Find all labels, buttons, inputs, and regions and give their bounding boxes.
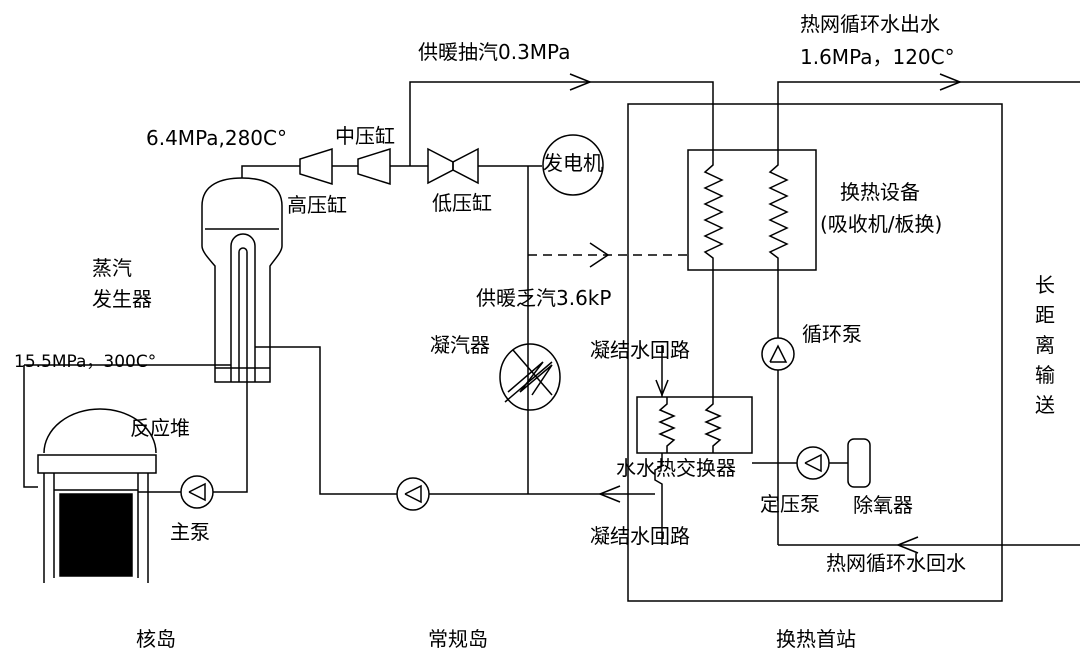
high-pressure-cylinder-label: 高压缸 [287, 193, 347, 217]
circulation-pump-label: 循环泵 [802, 322, 862, 346]
main-pump-label: 主泵 [170, 520, 210, 544]
constant-pressure-pump-label: 定压泵 [760, 492, 820, 516]
heating-extraction-label: 供暖抽汽0.3MPa [418, 40, 571, 64]
low-pressure-cylinder-label: 低压缸 [432, 191, 492, 215]
steam-generator [202, 178, 282, 382]
condensate-loop-top-label: 凝结水回路 [590, 338, 690, 362]
heat-station-boundary [628, 104, 1002, 601]
water-water-hx-box [637, 397, 752, 453]
intermediate-cylinder-label: 中压缸 [335, 124, 395, 148]
main-pump-symbol [181, 476, 213, 508]
steam-generator-label-2: 发生器 [92, 287, 152, 311]
heat-exchange-equipment-sub: (吸收机/板换) [820, 212, 943, 236]
water-water-hx-label: 水水热交换器 [616, 456, 736, 480]
lp-cylinder-symbol [428, 149, 453, 183]
constant-pressure-pump-symbol [797, 447, 829, 479]
heat-exchanger-equipment-box [688, 150, 816, 270]
conventional-island-label: 常规岛 [428, 627, 488, 651]
generator-symbol [543, 135, 603, 195]
heat-exchange-station-label: 换热首站 [776, 627, 856, 651]
exhaust-steam-label: 供暖乏汽3.6kP [476, 286, 612, 310]
network-return-label: 热网循环水回水 [826, 551, 966, 575]
deaerator-symbol [848, 439, 870, 487]
long-distance-label: 长距离输送 [1035, 273, 1055, 417]
ip-cylinder-symbol [358, 149, 390, 184]
generator-label: 发电机 [543, 151, 603, 175]
circulation-pump-symbol [762, 338, 794, 370]
network-supply-label: 热网循环水出水 [800, 12, 940, 36]
reactor-label: 反应堆 [130, 416, 190, 440]
condensate-loop-bottom-label: 凝结水回路 [590, 524, 690, 548]
condensate-pump-symbol [397, 478, 429, 510]
deaerator-label: 除氧器 [853, 493, 913, 517]
main-steam-label: 6.4MPa,280C° [146, 126, 287, 150]
primary-loop-pressure-label: 15.5MPa，300C° [14, 352, 157, 372]
condenser-symbol [499, 343, 561, 411]
network-supply-params: 1.6MPa，120C° [800, 45, 955, 69]
reactor-vessel [38, 409, 156, 583]
hp-cylinder-symbol [300, 149, 332, 184]
heat-exchange-equipment-label: 换热设备 [840, 180, 920, 204]
steam-generator-label-1: 蒸汽 [92, 256, 132, 280]
condenser-label: 凝汽器 [430, 333, 490, 357]
nuclear-island-label: 核岛 [136, 627, 176, 651]
